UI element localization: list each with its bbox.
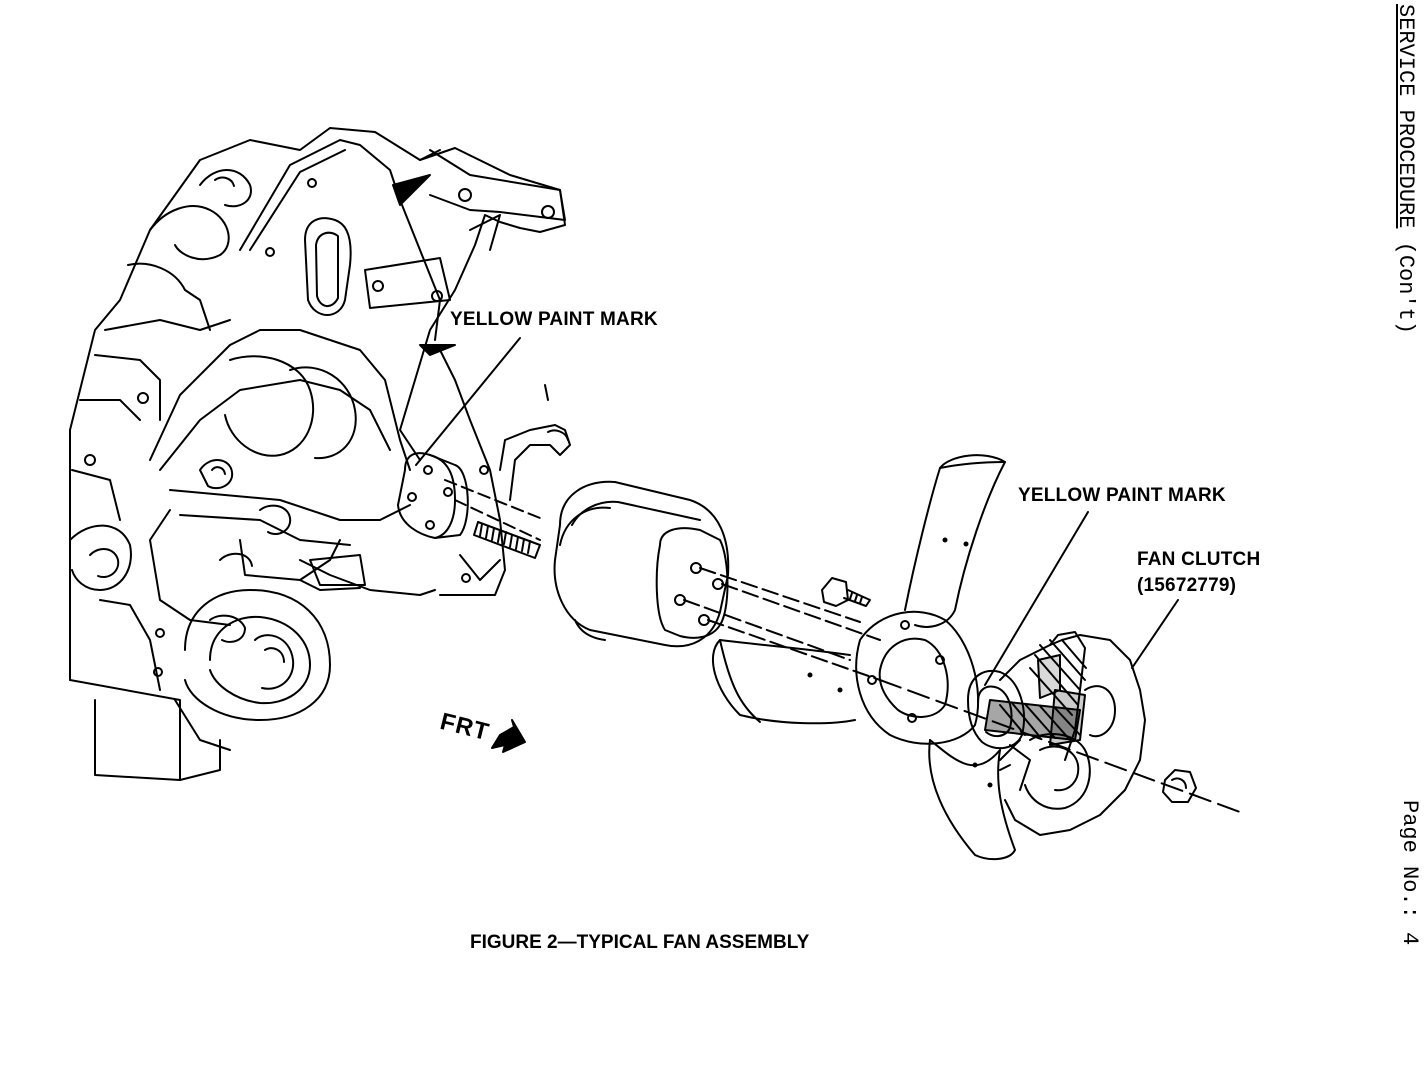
figure-caption: FIGURE 2—TYPICAL FAN ASSEMBLY <box>470 932 810 953</box>
fan-clutch-body <box>984 631 1146 836</box>
front-arrow-icon <box>491 719 526 753</box>
leader-line-paint-mark-1 <box>415 337 521 466</box>
fan-nut <box>1162 769 1197 803</box>
leader-line-paint-mark-2 <box>984 511 1089 686</box>
fan-pulley <box>553 480 881 681</box>
fan-blade-assembly <box>711 454 1016 861</box>
engine-block <box>69 127 571 781</box>
fan-bolt <box>821 577 871 607</box>
label-fan-clutch: FAN CLUTCH <box>1137 549 1261 570</box>
leader-line-fan-clutch <box>1131 599 1179 669</box>
label-yellow-paint-mark-pump: YELLOW PAINT MARK <box>450 309 658 330</box>
label-fan-clutch-part-number: (15672779) <box>1137 575 1237 596</box>
label-yellow-paint-mark-clutch: YELLOW PAINT MARK <box>1018 485 1226 506</box>
shaft-centerline <box>879 679 1241 813</box>
pump-hub <box>397 452 541 581</box>
